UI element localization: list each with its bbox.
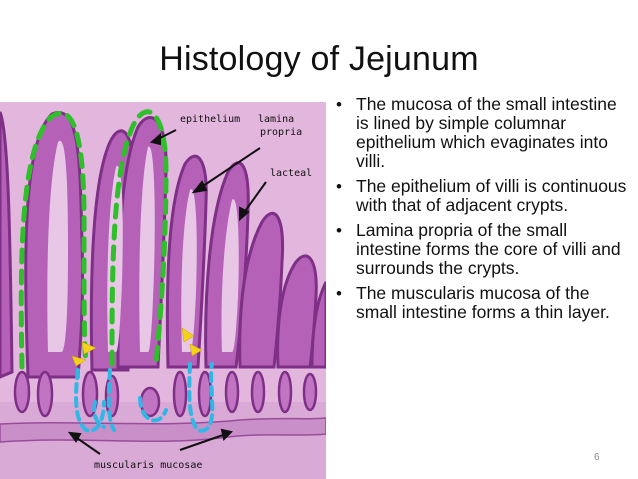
villus: [0, 111, 14, 379]
crypt: [302, 372, 318, 412]
label-lacteal: lacteal: [270, 168, 312, 179]
marker: [189, 343, 203, 357]
page-number: 6: [594, 452, 600, 463]
crypt: [36, 370, 54, 418]
bullet-dot: •: [336, 177, 342, 196]
bullet-list: • The mucosa of the small intestine is l…: [334, 95, 634, 328]
slide-title: Histology of Jejunum: [159, 40, 479, 78]
bullet-dot: •: [336, 284, 342, 303]
crypts: [13, 370, 318, 418]
bullet-text: The mucosa of the small intestine is lin…: [356, 94, 617, 171]
bullet-item: • The muscularis mucosa of the small int…: [334, 284, 634, 322]
crypt: [277, 370, 293, 414]
yellow-markers: [71, 327, 203, 367]
label-lamina: lamina: [258, 114, 294, 125]
marker: [81, 341, 97, 355]
lacteal-core: [47, 140, 68, 352]
lacteal-core: [181, 189, 197, 352]
crypt-outlines: [74, 362, 215, 433]
bullet-text: The muscularis mucosa of the small intes…: [356, 283, 610, 322]
epithelium-outline: [18, 110, 89, 370]
epithelium-outline: [109, 109, 169, 367]
crypt: [13, 370, 31, 414]
bullet-text: Lamina propria of the small intestine fo…: [356, 220, 621, 278]
lacteal-core: [221, 199, 239, 352]
marker: [71, 355, 87, 367]
crypt: [172, 370, 188, 418]
label-propria: propria: [260, 127, 302, 138]
bullet-dot: •: [336, 221, 342, 240]
histology-micrograph: epithelium lamina propria lacteal muscul…: [0, 102, 326, 479]
bullet-item: • The epithelium of villi is continuous …: [334, 177, 634, 215]
label-epithelium: epithelium: [180, 114, 240, 125]
lacteals: [47, 140, 239, 352]
annotation-arrows: [67, 129, 267, 455]
crypt: [104, 374, 120, 418]
label-muscularis-mucosae: muscularis mucosae: [94, 460, 202, 471]
villus: [310, 281, 326, 369]
crypt: [224, 370, 240, 414]
bullet-text: The epithelium of villi is continuous wi…: [356, 176, 627, 215]
crypt: [250, 370, 266, 414]
bullet-item: • Lamina propria of the small intestine …: [334, 221, 634, 278]
bullet-dot: •: [336, 95, 342, 114]
marker: [181, 327, 195, 343]
bullet-item: • The mucosa of the small intestine is l…: [334, 95, 634, 171]
lacteal-core: [139, 146, 155, 352]
